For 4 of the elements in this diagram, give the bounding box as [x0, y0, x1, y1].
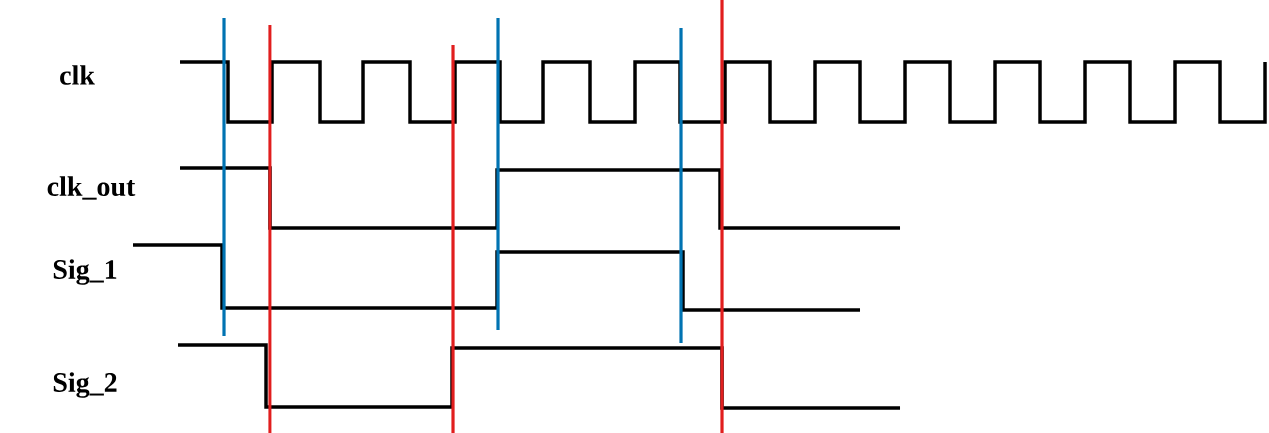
signal-label: clk [60, 65, 95, 85]
signal-label: Sig_1 [53, 259, 117, 285]
signal-label: clk_out [47, 176, 136, 200]
signal-label: Sig_2 [53, 372, 117, 398]
